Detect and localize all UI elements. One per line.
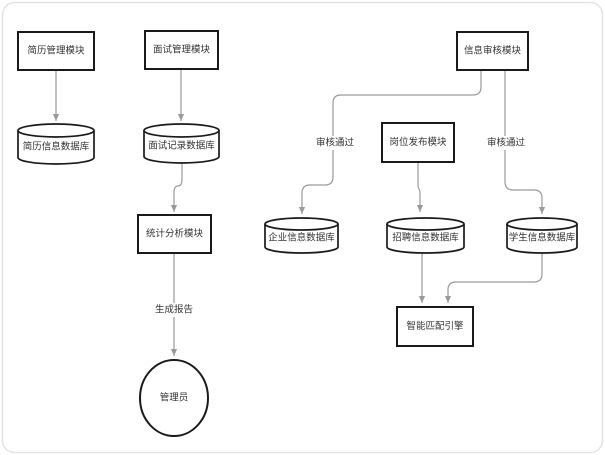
- edge-label-review-passed-left: 审核通过: [316, 137, 355, 149]
- node-interview-db[interactable]: 面试记录数据库: [143, 123, 220, 164]
- edge-job-module-to-recruit-db[interactable]: [416, 162, 424, 213]
- node-interview-module[interactable]: [144, 30, 219, 70]
- edge-layer: [52, 69, 546, 357]
- database-cylinder-rim: [143, 130, 220, 138]
- edge-label-review-passed-right: 审核通过: [487, 137, 526, 149]
- node-resume-module[interactable]: [17, 31, 95, 71]
- node-admin-label: 管理员: [160, 392, 189, 404]
- node-job-module-label: 岗位发布模块: [389, 136, 447, 148]
- edge-label-bg: [486, 136, 526, 150]
- database-cylinder-icon: [506, 217, 578, 254]
- edge-label-layer: 生成报告 审核通过 审核通过: [154, 136, 526, 317]
- edge-label-bg: [154, 303, 194, 317]
- node-student-db-label: 学生信息数据库: [509, 232, 576, 244]
- database-cylinder-icon: [143, 123, 220, 164]
- edge-label-bg: [315, 136, 355, 150]
- node-job-module[interactable]: [381, 122, 455, 163]
- node-recruit-db-label: 招聘信息数据库: [392, 232, 459, 244]
- database-cylinder-rim: [506, 223, 578, 231]
- database-cylinder-rim: [17, 130, 95, 138]
- node-match-engine[interactable]: [396, 306, 474, 347]
- node-enterprise-db-label: 企业信息数据库: [268, 232, 335, 244]
- node-stats-module[interactable]: [137, 214, 212, 254]
- edge-student-db-to-match-engine[interactable]: [444, 253, 543, 304]
- database-cylinder-icon: [386, 217, 465, 254]
- edge-interview-db-to-stats-module[interactable]: [170, 163, 183, 213]
- node-interview-db-label: 面试记录数据库: [148, 140, 215, 152]
- node-admin-actor[interactable]: [139, 359, 209, 437]
- node-review-module[interactable]: [456, 31, 529, 71]
- database-cylinder-rim: [386, 223, 465, 231]
- node-resume-db[interactable]: 简历信息数据库: [17, 123, 95, 165]
- node-match-engine-label: 智能匹配引擎: [406, 320, 464, 332]
- node-stats-module-label: 统计分析模块: [146, 228, 204, 240]
- node-recruit-db[interactable]: 招聘信息数据库: [386, 217, 465, 254]
- node-layer: 简历管理模块 简历信息数据库 面试管理模块 面试记录数据库 统计分析模块 管理员…: [17, 30, 578, 437]
- node-interview-module-label: 面试管理模块: [153, 44, 211, 56]
- database-cylinder-icon: [17, 123, 95, 165]
- node-resume-db-label: 简历信息数据库: [23, 141, 90, 153]
- edge-review-module-to-student-db[interactable]: [504, 70, 546, 215]
- node-review-module-label: 信息审核模块: [464, 45, 522, 57]
- database-cylinder-rim: [264, 223, 339, 231]
- database-cylinder-icon: [264, 217, 339, 254]
- edge-label-generate-report: 生成报告: [155, 304, 193, 316]
- node-resume-module-label: 简历管理模块: [27, 45, 85, 57]
- node-enterprise-db[interactable]: 企业信息数据库: [264, 217, 339, 254]
- node-student-db[interactable]: 学生信息数据库: [506, 217, 578, 254]
